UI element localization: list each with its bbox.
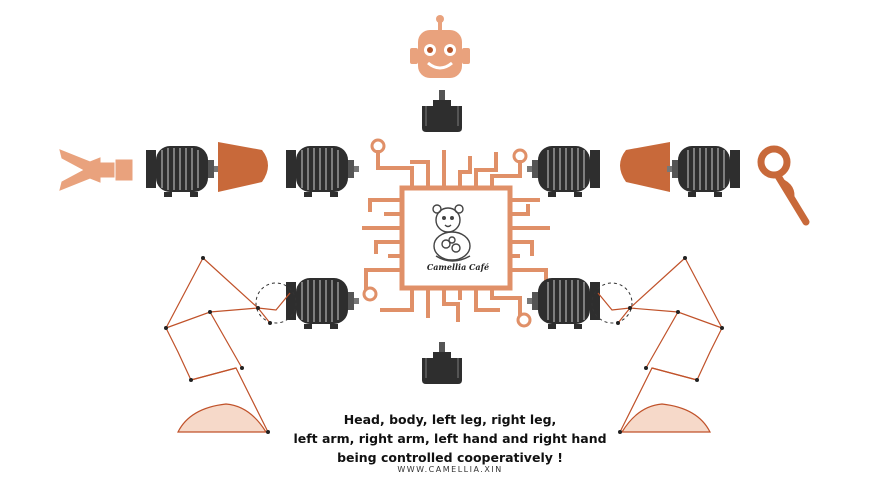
left-leg-linkage-icon: [165, 257, 291, 433]
left-joint-marker: [255, 282, 297, 324]
right-hand-motor-icon: [666, 145, 741, 198]
right-leg-linkage-icon: [597, 257, 723, 433]
left-shoulder-motor-icon: [285, 145, 360, 198]
neck-stepper-icon: [421, 89, 463, 133]
camellia-logo-icon: [432, 204, 471, 262]
right-joint-marker: [591, 282, 633, 324]
left-gripper-icon: [59, 149, 133, 191]
right-leg-joints: [616, 256, 724, 434]
left-hip-motor-icon: [285, 277, 360, 330]
left-arm-bracket-icon: [218, 142, 268, 192]
right-shoulder-motor-icon: [526, 145, 601, 198]
logo-brand-text: Camellia Café: [426, 262, 490, 272]
caption-line-1: Head, body, left leg, right leg,: [343, 412, 557, 427]
right-hook-icon: [757, 145, 810, 226]
caption-line-3: being controlled cooperatively !: [337, 450, 563, 465]
footer-url: WWW.CAMELLIA.XIN: [397, 465, 503, 474]
right-hip-motor-icon: [526, 277, 601, 330]
left-leg-joints: [164, 256, 272, 434]
robot-head-icon: [410, 15, 470, 78]
caption-line-2: left arm, right arm, left hand and right…: [293, 431, 607, 446]
circuit-chip-icon: [362, 138, 550, 328]
body-stepper-icon: [421, 341, 463, 385]
left-hand-motor-icon: [145, 145, 220, 198]
caption: Head, body, left leg, right leg, left ar…: [260, 410, 640, 467]
right-arm-bracket-icon: [620, 142, 670, 192]
